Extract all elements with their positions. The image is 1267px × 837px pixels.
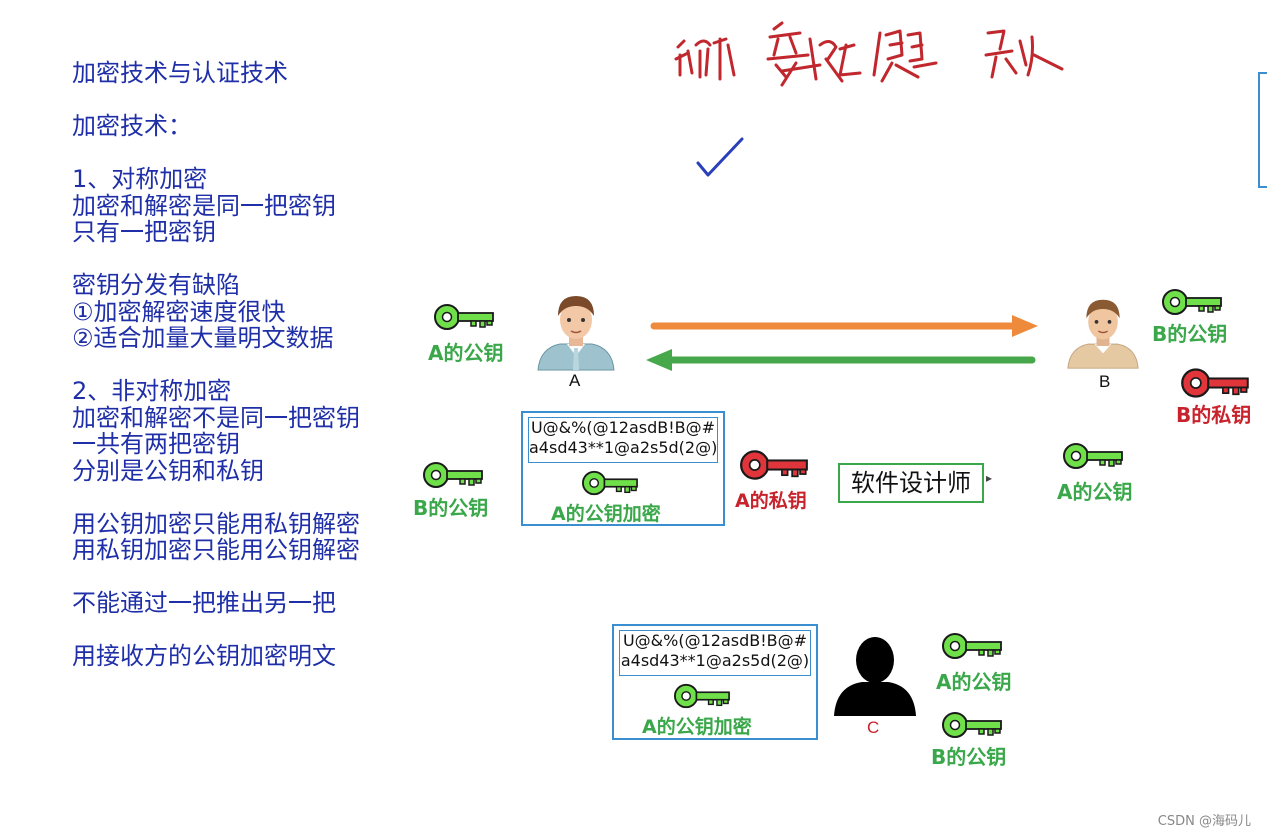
ciphertext-1-line2: a4sd43**1@a2s5d(2@) — [529, 438, 718, 457]
handwritten-annotation — [674, 21, 1064, 177]
label-a-private: A的私钥 — [735, 490, 807, 512]
asymmetric-line2: 一共有两把密钥 — [72, 430, 240, 458]
watermark: CSDN @海码儿 — [1157, 814, 1251, 829]
ciphertext-box-1: U@&%(@12asdB!B@# a4sd43**1@a2s5d(2@) A的公… — [521, 411, 725, 526]
asymmetric-rule3: 不能通过一把推出另一把 — [72, 589, 336, 617]
symmetric-flaw: 密钥分发有缺陷 — [72, 271, 240, 299]
cipher-2-label: A的公钥加密 — [642, 716, 752, 738]
edge-partial-frame — [1258, 72, 1267, 188]
symmetric-pro1: ①加密解密速度很快 — [72, 297, 286, 326]
key-icon-b-public-c — [941, 710, 1003, 740]
label-b-private: B的私钥 — [1176, 403, 1252, 427]
person-b-avatar — [1067, 299, 1139, 369]
label-b-public-c: B的公钥 — [931, 745, 1007, 769]
symmetric-pro2: ②适合加量大量明文数据 — [72, 324, 334, 352]
key-icon-a-public-c — [941, 631, 1003, 661]
person-c-label: C — [867, 718, 880, 737]
person-b-label: B — [1099, 372, 1111, 391]
plaintext-box: 软件设计师 — [838, 463, 984, 503]
key-icon-cipher-1 — [579, 469, 641, 497]
ciphertext-box-2: U@&%(@12asdB!B@# a4sd43**1@a2s5d(2@) A的公… — [612, 624, 818, 740]
key-icon-b-public-left — [422, 460, 484, 490]
arrow-b-to-a-head — [646, 349, 672, 371]
person-c-silhouette — [834, 637, 916, 716]
symmetric-heading: 1、对称加密 — [72, 165, 208, 193]
notes-panel: 加密技术与认证技术 加密技术： 1、对称加密 加密和解密是同一把密钥 只有一把密… — [72, 60, 360, 670]
key-icon-a-public — [433, 302, 495, 332]
person-a-label: A — [569, 371, 581, 390]
symmetric-line2: 只有一把密钥 — [72, 218, 216, 246]
label-b-public-near-b: B的公钥 — [1152, 322, 1228, 346]
asymmetric-rule1: 用公钥加密只能用私钥解密 — [72, 509, 360, 538]
person-a-avatar — [537, 296, 615, 371]
cipher-1-label: A的公钥加密 — [551, 503, 661, 525]
symmetric-line1: 加密和解密是同一把密钥 — [72, 191, 336, 220]
asymmetric-rule4: 用接收方的公钥加密明文 — [72, 642, 336, 670]
key-icon-a-public-mid — [1062, 441, 1124, 471]
asymmetric-heading: 2、非对称加密 — [72, 377, 232, 405]
asymmetric-line1: 加密和解密不是同一把密钥 — [72, 403, 360, 432]
ciphertext-2-line2: a4sd43**1@a2s5d(2@) — [620, 651, 810, 670]
label-b-public-left: B的公钥 — [413, 496, 489, 520]
key-icon-cipher-2 — [671, 682, 733, 710]
arrow-a-to-b-head — [1012, 315, 1038, 337]
encryption-heading: 加密技术： — [72, 112, 192, 140]
asymmetric-line3: 分别是公钥和私钥 — [72, 456, 264, 485]
label-a-public-near-a: A的公钥 — [428, 341, 504, 365]
label-a-public-c: A的公钥 — [936, 670, 1012, 694]
ciphertext-2-line1: U@&%(@12asdB!B@# — [622, 631, 808, 650]
asymmetric-rule2: 用私钥加密只能用公钥解密 — [72, 536, 360, 564]
cursor-icon: ▸ — [986, 471, 993, 485]
ciphertext-1: U@&%(@12asdB!B@# a4sd43**1@a2s5d(2@) — [528, 417, 718, 463]
notes-title: 加密技术与认证技术 — [72, 59, 288, 87]
key-icon-a-private — [738, 448, 810, 482]
ciphertext-1-line1: U@&%(@12asdB!B@# — [530, 418, 716, 437]
key-icon-b-private — [1180, 366, 1250, 400]
ciphertext-2: U@&%(@12asdB!B@# a4sd43**1@a2s5d(2@) — [619, 630, 811, 676]
key-icon-b-public — [1161, 287, 1223, 317]
exchange-arrows — [646, 315, 1038, 371]
label-a-public-mid: A的公钥 — [1057, 480, 1133, 504]
